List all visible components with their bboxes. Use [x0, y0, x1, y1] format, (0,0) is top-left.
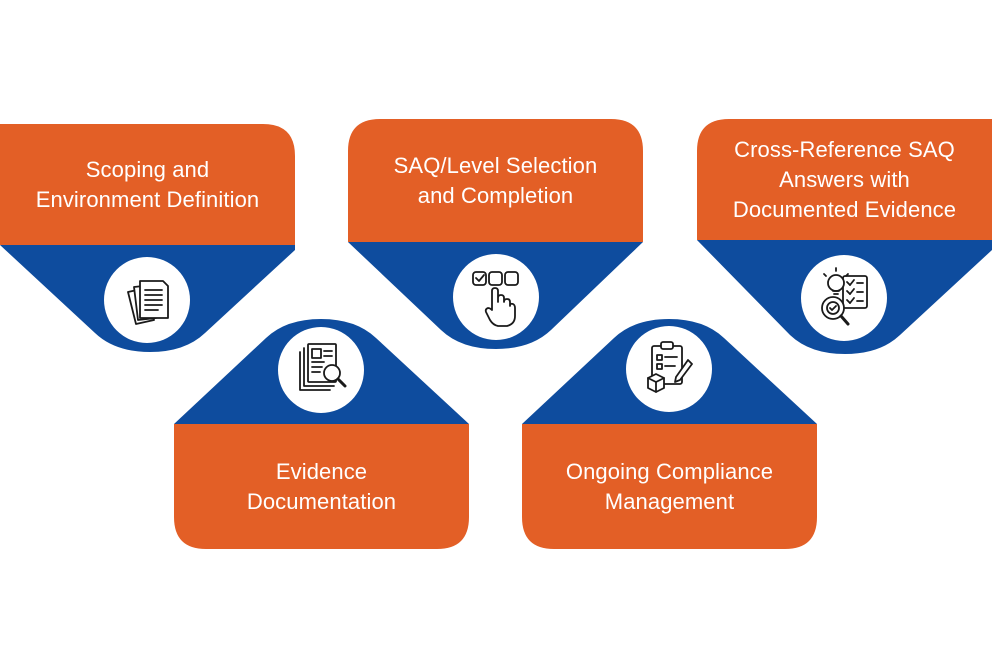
documents-icon: [127, 280, 169, 325]
step-2-orange-box: [348, 119, 643, 242]
step-3-label-text: Cross-Reference SAQ Answers with Documen…: [732, 136, 957, 222]
step-4-label-text: Evidence Documentation: [246, 458, 397, 514]
step-2-label: SAQ/Level Selection and Completion: [348, 119, 643, 242]
step-1-label: Scoping and Environment Definition: [0, 124, 295, 245]
step-4-label: Evidence Documentation: [174, 424, 469, 549]
step-1-orange-box: [0, 124, 295, 245]
step-5-orange-box: [522, 424, 817, 549]
clipboard-box-icon: [647, 341, 693, 393]
step-3-orange-box: [697, 119, 992, 240]
hand-checkbox-icon: [472, 271, 519, 327]
step-5-label-text: Ongoing Compliance Management: [565, 458, 774, 514]
step-4-orange-box: [174, 424, 469, 549]
analysis-checklist-icon: [821, 267, 868, 326]
step-5-label: Ongoing Compliance Management: [522, 424, 817, 549]
step-3-label: Cross-Reference SAQ Answers with Documen…: [697, 119, 992, 240]
document-search-icon: [299, 343, 347, 391]
step-1-label-text: Scoping and Environment Definition: [35, 156, 260, 212]
step-2-label-text: SAQ/Level Selection and Completion: [393, 152, 598, 208]
